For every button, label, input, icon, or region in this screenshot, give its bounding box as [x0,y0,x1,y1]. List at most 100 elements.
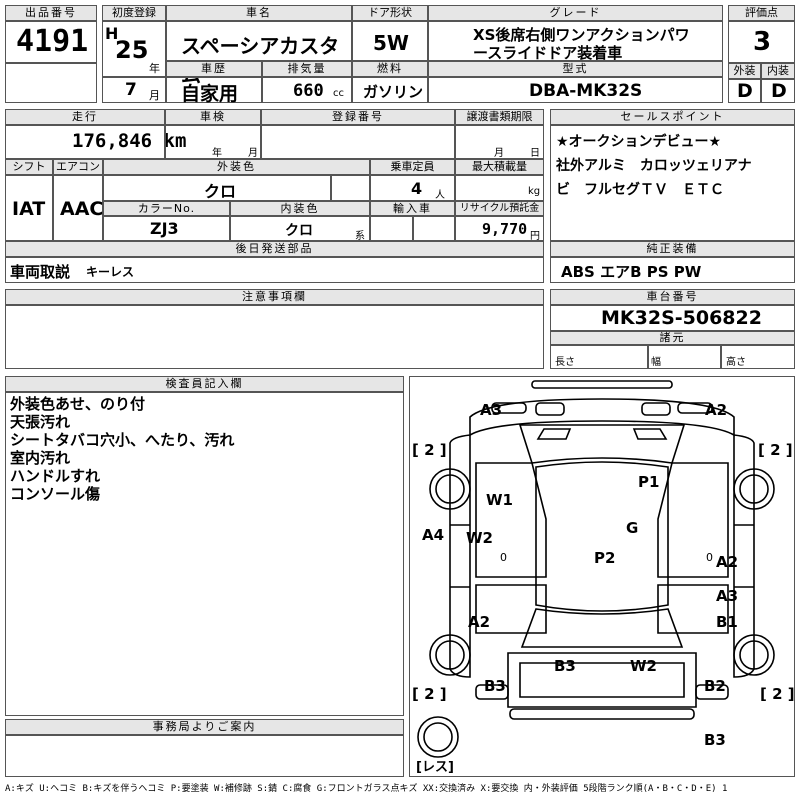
mark-w2-left: W2 [466,529,493,547]
month-unit: 月 [149,89,160,102]
shift: IAT [12,198,46,220]
later-parts-cell: 車両取説 キーレス [5,257,544,283]
mark-a3-front-left: A3 [480,401,502,419]
score: 3 [753,27,772,57]
inspection-month-unit: 月 [248,148,258,159]
mark-a2-front-right: A2 [705,401,727,419]
chassis-header: 車台番号 [550,289,795,305]
later-parts-extra: キーレス [86,265,135,279]
width-label: 幅 [651,357,661,368]
era: H [105,24,119,43]
mark-b2: B2 [704,677,726,695]
import-header: 輸入車 [370,201,455,216]
mark-a2-right: A2 [716,553,738,571]
tire-front-left-icon [429,468,471,510]
selling-points-header: セールスポイント [550,109,795,125]
ac: AAC [60,198,104,220]
tire-front-right-icon [733,468,775,510]
equipment-header: 純正装備 [550,241,795,257]
tire-rear-left-icon [429,634,471,676]
roof-icon [535,461,669,612]
int-color-unit: 系 [355,231,365,242]
max-load-unit: kg [528,186,541,197]
recycle-header: リサイクル預託金 [455,201,544,216]
damage-diagram: A3 A2 [ 2 ] [ 2 ] W1 P1 A4 W2 G P2 A2 A3… [409,376,795,777]
inspector-header: 検査員記入欄 [5,376,404,392]
year-unit: 年 [149,62,160,75]
recycle-cell: 9,770 円 [455,216,544,242]
capacity-cell: 4 人 [370,175,455,201]
legend: A:キズ U:ヘコミ B:キズを伴うヘコミ P:要塗装 W:補修跡 S:錆 C:… [5,784,728,794]
width-cell: 幅 [648,345,721,369]
score-header: 評価点 [728,5,795,21]
grade-line1: XS後席右側ワンアクションパワ [473,26,690,44]
fuel-header: 燃料 [352,61,428,77]
office-header: 事務局よりご案内 [5,719,404,735]
int-color-cell: クロ 系 [230,216,370,242]
door-cell: 5W [352,21,428,61]
mark-g: G [626,519,638,537]
mark-w1: W1 [486,491,513,509]
recycle-unit: 円 [530,231,540,242]
transfer-day-unit: 日 [530,148,540,159]
grade-line2: ースライドドア装着車 [473,44,623,62]
model-name-header: 車名 [166,5,352,21]
tire-fr-rank: [ 2 ] [758,441,793,459]
mileage-cell: 176,846 km [5,125,186,159]
lot-number: 4191 [16,24,89,59]
rear-bumper-icon [509,708,695,720]
equipment: ABS エアB PS PW [561,263,702,281]
mileage-header: 走行 [5,109,165,125]
inspector-note: 外装色あせ、のり付 [10,395,146,413]
tire-rear-right-icon [733,634,775,676]
transfer-month-unit: 月 [494,148,504,159]
office-cell [5,735,404,777]
door-type: 5W [373,31,409,55]
grade-header: グレード [428,5,723,21]
color-no-header: カラーNo. [103,201,230,216]
height-cell: 高さ [721,345,795,369]
transfer-cell: 月 日 [455,125,544,159]
int-color: クロ [285,223,313,239]
model-name-cell: スペーシアカスタム [166,21,352,87]
capacity-unit: 人 [435,190,445,201]
first-reg-cell: H 25 年 [102,21,166,77]
interior-cell: D [761,79,795,103]
inspector-note: シートタバコ穴小、へたり、汚れ [10,431,235,449]
ext-color-blank [331,175,370,201]
mark-b3-left: B3 [484,677,506,695]
door-header: ドア形状 [352,5,428,21]
max-load-header: 最大積載量 [455,159,544,175]
mark-b3-bottom: B3 [704,731,726,749]
inspection-cell: 年 月 [165,125,261,159]
mark-zero-right: 0 [706,551,713,564]
length-label: 長さ [555,357,575,368]
exterior-grade: D [737,80,753,102]
selling-point-line: ★オークションデビュー★ [556,134,722,150]
selling-points-cell: ★オークションデビュー★ 社外アルミ カロッツェリアナ ビ フルセグＴＶ ＥＴＣ [550,125,795,241]
mileage: 176,846 km [72,130,187,152]
year: 25 [115,36,149,64]
color-no: ZJ3 [150,219,179,238]
model-code-cell: DBA-MK32S [428,77,723,103]
fuel-cell: ガソリン [352,77,428,103]
import-cell-a [370,216,413,241]
ac-cell: AAC [53,175,103,241]
history-cell: 自家用 [166,77,262,105]
mark-a2-left: A2 [468,613,490,631]
mark-p1: P1 [638,473,659,491]
model-code-header: 型式 [428,61,723,77]
mark-w2-rear: W2 [630,657,657,675]
height-label: 高さ [726,357,746,368]
chassis-number: MK32S-506822 [601,307,762,329]
interior-grade: D [771,80,787,102]
mark-b1: B1 [716,613,738,631]
selling-point-line: ビ フルセグＴＶ ＥＴＣ [556,182,724,198]
tire-rl-rank: [ 2 ] [412,685,447,703]
capacity: 4 [411,179,423,198]
history-header: 車歴 [166,61,262,77]
inspector-cell: 外装色あせ、のり付 天張汚れ シートタバコ穴小、へたり、汚れ 室内汚れ ハンドル… [5,392,404,716]
grade-cell: XS後席右側ワンアクションパワ ースライドドア装着車 [428,21,723,62]
inspector-note: 天張汚れ [10,413,71,431]
mark-b3-center: B3 [554,657,576,675]
